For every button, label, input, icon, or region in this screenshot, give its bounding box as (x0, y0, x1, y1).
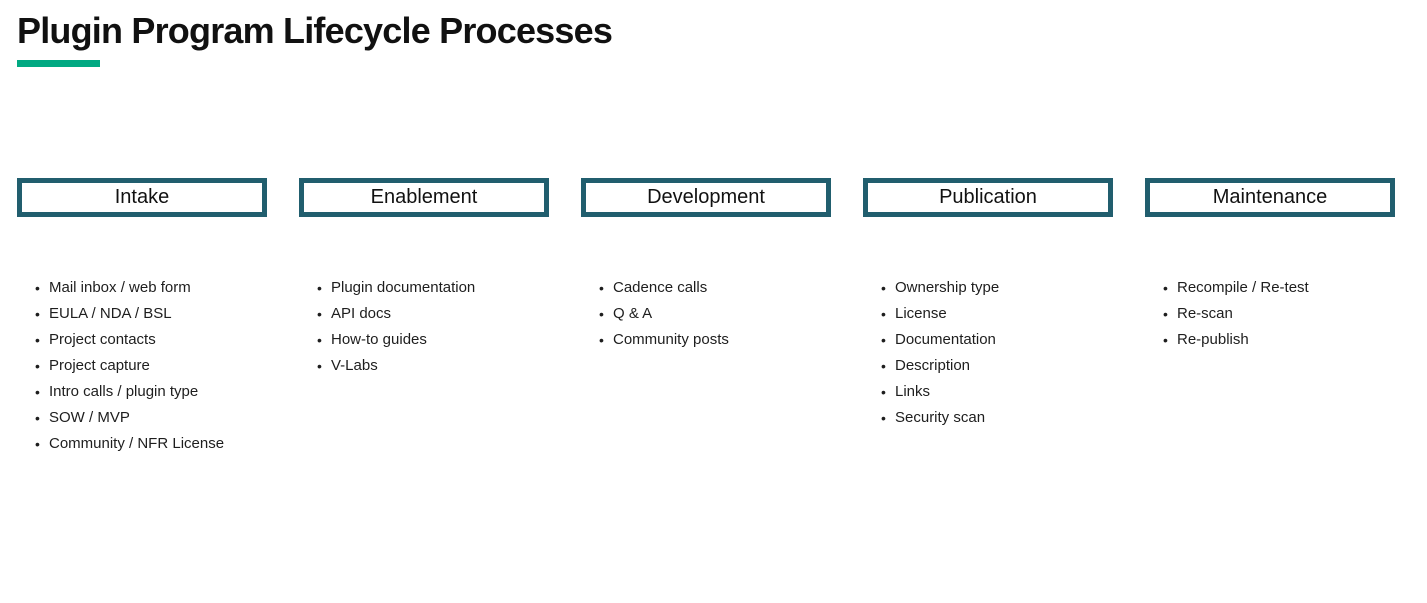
list-item: • Community / NFR License (17, 431, 267, 457)
column-item-list: •Mail inbox / web form•EULA / NDA / BSL•… (17, 275, 267, 457)
column-header-box: Enablement (299, 178, 549, 217)
bullet-icon: • (35, 436, 40, 452)
list-item: • SOW / MVP (17, 405, 267, 431)
list-item: • V-Labs (299, 353, 549, 379)
list-item-text: Plugin documentation (331, 279, 476, 296)
bullet-icon: • (35, 306, 40, 322)
list-item-text: V-Labs (331, 357, 378, 374)
column-header-box: Development (581, 178, 831, 217)
list-item: • EULA / NDA / BSL (17, 301, 267, 327)
list-item: • License (863, 301, 1113, 327)
list-item: • Project contacts (17, 327, 267, 353)
column-header-box: Maintenance (1145, 178, 1395, 217)
list-item: • Mail inbox / web form (17, 275, 267, 301)
column-header-label: Maintenance (1212, 186, 1328, 208)
list-item: • Documentation (863, 327, 1113, 353)
list-item-text: Intro calls / plugin type (49, 383, 199, 400)
lifecycle-column: Publication • Ownership type • License • Docu… (863, 178, 1113, 457)
bullet-icon: • (35, 358, 40, 374)
bullet-icon: • (599, 306, 604, 322)
bullet-icon: • (1163, 306, 1168, 322)
list-item-text: Project contacts (49, 331, 156, 348)
list-item-text: Security scan (895, 409, 986, 426)
bullet-icon: • (881, 332, 886, 348)
bullet-icon: • (35, 332, 40, 348)
list-item: • Q & A (581, 301, 831, 327)
bullet-icon: • (317, 306, 322, 322)
list-item-text: Re-publish (1177, 331, 1249, 348)
list-item: • Re-scan (1145, 301, 1395, 327)
title-accent-rule (17, 60, 100, 67)
list-item: • Plugin documentation (299, 275, 549, 301)
bullet-icon: • (599, 332, 604, 348)
list-item-text: SOW / MVP (49, 409, 130, 426)
column-item-list: • Plugin documentation • API docs • How-to gu… (299, 275, 549, 379)
bullet-icon: • (35, 410, 40, 426)
lifecycle-column: Enablement • Plugin documentation • API doc… (299, 178, 549, 457)
bullet-icon: • (1163, 332, 1168, 348)
list-item-text: EULA / NDA / BSL (49, 305, 172, 322)
column-header-label: Intake (114, 186, 170, 208)
list-item-text: Re-scan (1177, 305, 1233, 322)
column-header-label: Publication (939, 186, 1037, 208)
list-item: • Description (863, 353, 1113, 379)
list-item: • Re-publish (1145, 327, 1395, 353)
list-item-text: Cadence calls (613, 279, 708, 296)
list-item: • Ownership type (863, 275, 1113, 301)
list-item-text: Community / NFR License (49, 435, 225, 452)
list-item-text: Ownership type (895, 279, 1000, 296)
list-item: • How-to guides (299, 327, 549, 353)
list-item: • API docs (299, 301, 549, 327)
list-item-text: Documentation (895, 331, 996, 348)
column-item-list: • Recompile / Re-test • Re-scan • Re-publish (1145, 275, 1395, 353)
column-header-box: Intake (17, 178, 267, 217)
list-item: • Recompile / Re-test (1145, 275, 1395, 301)
bullet-icon: • (317, 280, 322, 296)
column-header-label: Enablement (370, 186, 478, 208)
list-item: • Community posts (581, 327, 831, 353)
column-item-list: • Cadence calls • Q & A • Community posts (581, 275, 831, 353)
lifecycle-column: Development • Cadence calls • Q & A • Communi… (581, 178, 831, 457)
lifecycle-column: Maintenance • Recompile / Re-test • Re-scan… (1145, 178, 1395, 457)
list-item: • Intro calls / plugin type (17, 379, 267, 405)
column-header-label: Development (647, 186, 765, 208)
list-item-text: Project capture (49, 357, 150, 374)
bullet-icon: • (317, 332, 322, 348)
bullet-icon: • (599, 280, 604, 296)
list-item: • Security scan (863, 405, 1113, 431)
list-item: • Cadence calls (581, 275, 831, 301)
bullet-icon: • (881, 358, 886, 374)
list-item-text: Community posts (613, 331, 729, 348)
column-header-box: Publication (863, 178, 1113, 217)
lifecycle-column: Intake • Mail inbox / web form • EULA / NDA… (17, 178, 267, 457)
list-item-text: Description (895, 357, 971, 374)
bullet-icon: • (1163, 280, 1168, 296)
bullet-icon: • (881, 306, 886, 322)
list-item-text: License (895, 305, 947, 322)
list-item-text: Q & A (613, 305, 653, 322)
column-item-list: • Ownership type • License • Documentation • De… (863, 275, 1113, 431)
lifecycle-columns: Intake • Mail inbox / web form • EULA / NDA… (17, 178, 1395, 457)
list-item-text: Recompile / Re-test (1177, 279, 1309, 296)
list-item-text: Mail inbox / web form (49, 279, 191, 296)
bullet-icon: • (317, 358, 322, 374)
list-item-text: API docs (331, 305, 392, 322)
bullet-icon: • (881, 410, 886, 426)
list-item-text: How-to guides (331, 331, 427, 348)
list-item: • Links (863, 379, 1113, 405)
list-item-text: Links (895, 383, 931, 400)
bullet-icon: • (881, 384, 886, 400)
bullet-icon: • (35, 384, 40, 400)
list-item: • Project capture (17, 353, 267, 379)
bullet-icon: • (881, 280, 886, 296)
page-title: Plugin Program Lifecycle Processes (17, 10, 613, 51)
bullet-icon: • (35, 280, 40, 296)
